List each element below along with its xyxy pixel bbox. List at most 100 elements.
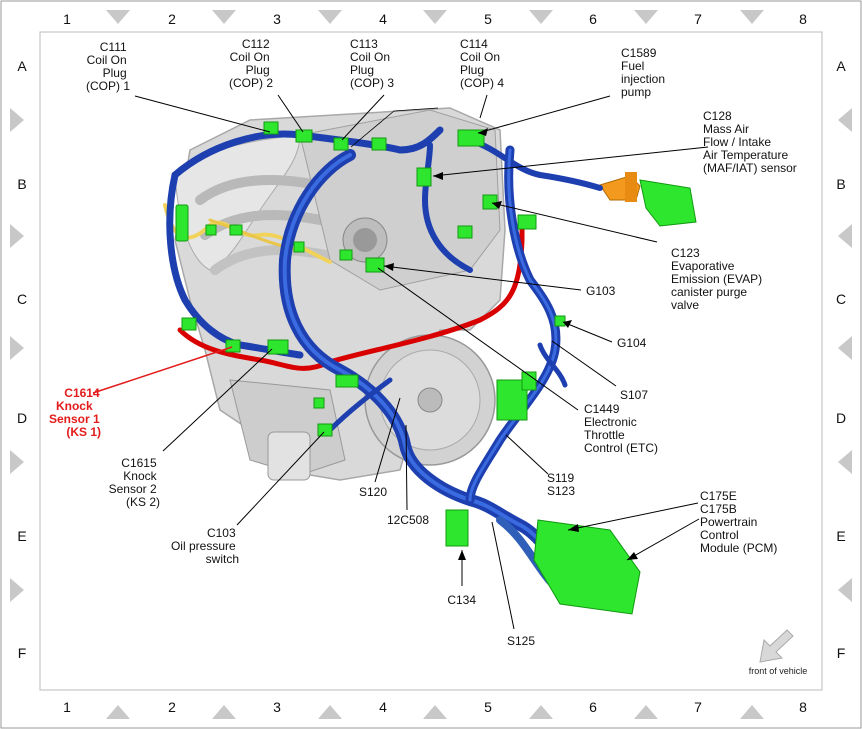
col-label-bottom-8: 8 xyxy=(799,699,807,715)
c103-line-2: Oil pressure xyxy=(171,539,236,553)
label-c1615: C1615 Knock Sensor 2 (KS 2) xyxy=(109,456,160,509)
label-c114: C114 Coil On Plug (COP) 4 xyxy=(460,37,504,90)
c114-line-4: (COP) 4 xyxy=(460,76,504,90)
row-label-right-d: D xyxy=(836,410,846,426)
row-label-right-f: F xyxy=(837,645,846,661)
c1449-line-2: Electronic xyxy=(584,415,637,429)
c112-line-1: C112 xyxy=(242,37,270,51)
row-label-right-a: A xyxy=(836,58,846,74)
c112-line-2: Coil On xyxy=(230,50,270,64)
col-label-top-5: 5 xyxy=(484,11,492,27)
c1589-line-1: C1589 xyxy=(621,46,657,60)
c1614-line-3: Sensor 1 xyxy=(49,412,100,426)
label-s107: S107 xyxy=(620,388,648,402)
col-label-bottom-1: 1 xyxy=(63,699,71,715)
c1614-line-1: C1614 xyxy=(64,386,100,400)
labels: C111 Coil On Plug (COP) 1 C112 Coil On P… xyxy=(49,37,797,648)
col-label-bottom-5: 5 xyxy=(484,699,492,715)
c123-line-4: canister purge xyxy=(671,285,747,299)
label-c175: C175E C175B Powertrain Control Module (P… xyxy=(700,489,777,555)
col-label-bottom-3: 3 xyxy=(273,699,281,715)
c111-line-3: Plug xyxy=(103,66,127,80)
c123-line-2: Evaporative xyxy=(671,259,735,273)
c114-line-3: Plug xyxy=(460,63,484,77)
c1615-line-1: C1615 xyxy=(121,456,157,470)
s119-line-2: S123 xyxy=(547,484,575,498)
s119-line-1: S119 xyxy=(547,471,574,485)
c128-line-3: Flow / Intake xyxy=(703,135,771,149)
label-c112: C112 Coil On Plug (COP) 2 xyxy=(229,37,273,90)
c113-line-3: Plug xyxy=(350,63,374,77)
c1615-line-2: Knock xyxy=(123,469,157,483)
label-g104: G104 xyxy=(617,336,647,350)
row-label-left-d: D xyxy=(17,410,27,426)
label-c128: C128 Mass Air Flow / Intake Air Temperat… xyxy=(703,109,797,175)
col-label-bottom-4: 4 xyxy=(379,699,387,715)
c1449-line-3: Throttle xyxy=(584,428,625,442)
c103-line-3: switch xyxy=(206,552,239,566)
col-label-bottom-2: 2 xyxy=(168,699,176,715)
label-s125: S125 xyxy=(507,634,535,648)
c128-line-1: C128 xyxy=(703,109,732,123)
c1589-line-2: Fuel xyxy=(621,59,644,73)
c1615-line-4: (KS 2) xyxy=(126,495,160,509)
c175-line-4: Control xyxy=(700,528,739,542)
c1615-line-3: Sensor 2 xyxy=(109,482,157,496)
c123-line-3: Emission (EVAP) xyxy=(671,272,762,286)
c1449-line-4: Control (ETC) xyxy=(584,441,658,455)
label-s120: S120 xyxy=(359,485,387,499)
c123-line-5: valve xyxy=(671,298,699,312)
col-label-top-2: 2 xyxy=(168,11,176,27)
c1589-line-3: injection xyxy=(621,72,665,86)
c123-line-1: C123 xyxy=(671,246,700,260)
c111-line-2: Coil On xyxy=(87,53,127,67)
row-label-left-c: C xyxy=(17,291,27,307)
c1614-line-2: Knock xyxy=(56,399,93,413)
label-c134: C134 xyxy=(447,593,476,607)
row-label-left-a: A xyxy=(17,58,27,74)
connectors xyxy=(175,121,697,615)
c175-line-5: Module (PCM) xyxy=(700,541,777,555)
c111-line-4: (COP) 1 xyxy=(86,79,130,93)
label-c1614: C1614 Knock Sensor 1 (KS 1) xyxy=(49,386,103,439)
row-label-right-b: B xyxy=(836,176,845,192)
c128-line-2: Mass Air xyxy=(703,122,749,136)
row-label-left-b: B xyxy=(17,176,26,192)
c114-line-1: C114 xyxy=(460,37,488,51)
col-label-top-4: 4 xyxy=(379,11,387,27)
c1449-line-1: C1449 xyxy=(584,402,620,416)
front-of-vehicle-indicator: front of vehicle xyxy=(749,629,807,676)
c128-line-5: (MAF/IAT) sensor xyxy=(703,161,797,175)
grid-dividers xyxy=(10,10,852,719)
label-c1589: C1589 Fuel injection pump xyxy=(621,46,668,99)
c1614-line-4: (KS 1) xyxy=(66,425,101,439)
c112-line-3: Plug xyxy=(246,63,270,77)
c175-line-1: C175E xyxy=(700,489,737,503)
col-label-top-1: 1 xyxy=(63,11,71,27)
row-label-right-c: C xyxy=(836,291,846,307)
c113-line-2: Coil On xyxy=(350,50,390,64)
label-c113: C113 Coil On Plug (COP) 3 xyxy=(350,37,394,90)
c114-line-2: Coil On xyxy=(460,50,500,64)
label-c103: C103 Oil pressure switch xyxy=(171,526,239,566)
label-g103: G103 xyxy=(586,284,616,298)
row-label-left-e: E xyxy=(17,528,26,544)
label-12c508: 12C508 xyxy=(387,513,429,527)
c112-line-4: (COP) 2 xyxy=(229,76,273,90)
c103-line-1: C103 xyxy=(207,526,236,540)
front-arrow-icon xyxy=(759,629,794,663)
col-label-bottom-7: 7 xyxy=(694,699,702,715)
c113-line-4: (COP) 3 xyxy=(350,76,394,90)
leader-lines xyxy=(134,94,709,630)
label-s119: S119 S123 xyxy=(547,471,577,498)
c113-line-1: C113 xyxy=(350,37,378,51)
c111-line-1: C111 xyxy=(100,40,127,54)
col-label-top-8: 8 xyxy=(799,11,807,27)
c1589-line-4: pump xyxy=(621,85,651,99)
row-label-left-f: F xyxy=(18,645,27,661)
label-c123: C123 Evaporative Emission (EVAP) caniste… xyxy=(671,246,765,312)
label-c1449: C1449 Electronic Throttle Control (ETC) xyxy=(584,402,658,455)
col-label-top-6: 6 xyxy=(589,11,597,27)
col-label-top-3: 3 xyxy=(273,11,281,27)
